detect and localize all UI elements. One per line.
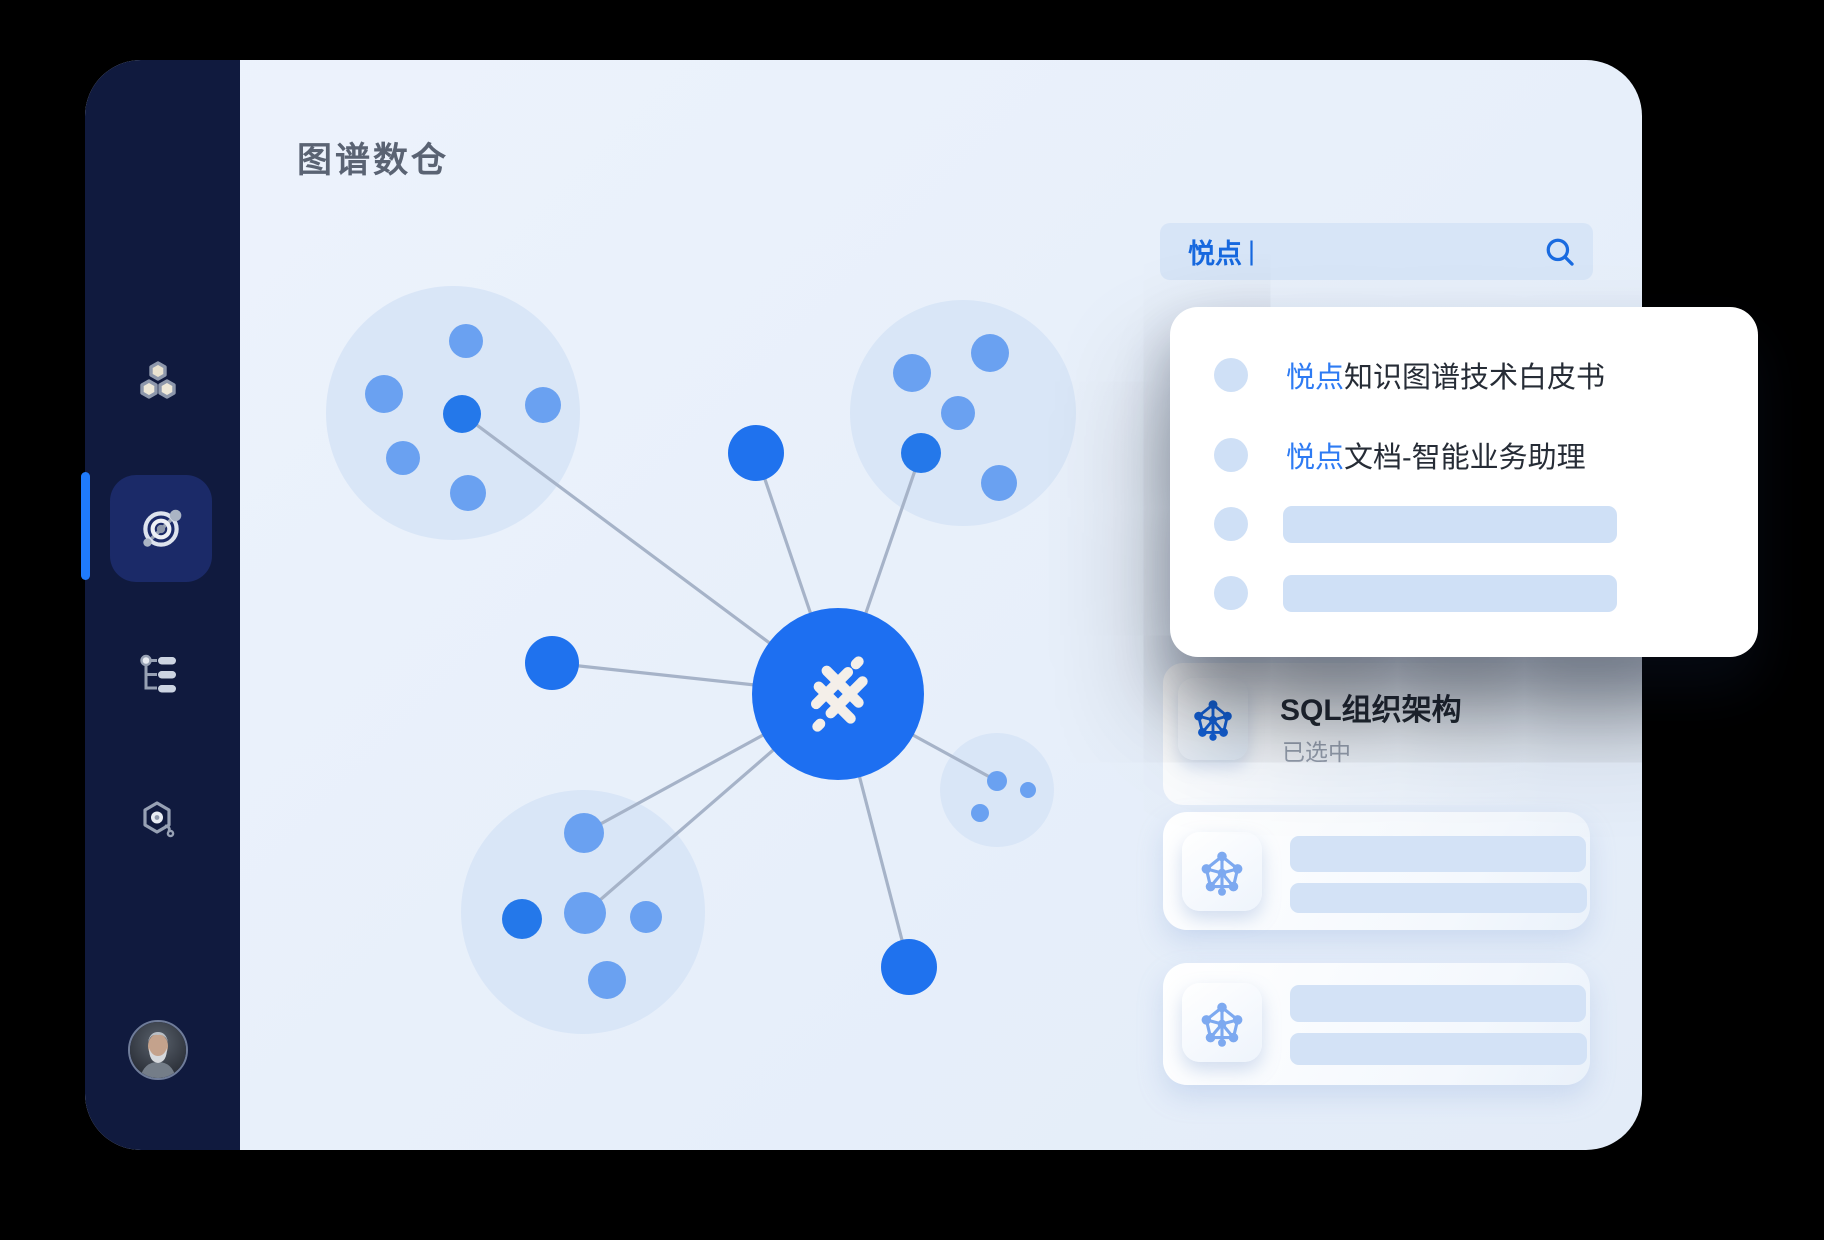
molecule-network-icon (1201, 1002, 1243, 1047)
graph-node[interactable] (525, 387, 561, 423)
graph-item-title: SQL组织架构 (1280, 694, 1462, 727)
graph-node[interactable] (588, 961, 626, 999)
app-logo-icon (115, 143, 205, 233)
text-cursor: | (1248, 236, 1256, 266)
graph-item-tile (1178, 678, 1248, 760)
graph-node[interactable] (971, 804, 989, 822)
sidebar-item-hex-cluster[interactable] (136, 359, 180, 403)
molecule-network-icon (1194, 700, 1232, 741)
graph-node[interactable] (365, 375, 403, 413)
active-nav-indicator (81, 472, 90, 580)
graph-node[interactable] (502, 899, 542, 939)
result-bullet-icon (1214, 576, 1248, 610)
sidebar-item-hex-settings[interactable] (136, 798, 180, 842)
graph-item-status: 已选中 (1282, 739, 1351, 765)
result-title: 悦点知识图谱技术白皮书 (1286, 362, 1606, 394)
graph-node[interactable] (981, 465, 1017, 501)
search-result-item[interactable] (1214, 574, 1617, 612)
placeholder-bar (1283, 574, 1617, 612)
hex-cluster-icon (140, 361, 176, 399)
search-input[interactable]: 悦点 | (1160, 223, 1593, 280)
graph-item-card[interactable] (1163, 963, 1590, 1085)
search-result-item[interactable]: 悦点文档-智能业务助理 (1214, 438, 1586, 474)
graph-node[interactable] (881, 939, 937, 995)
graph-node[interactable] (386, 441, 420, 475)
search-results-dropdown: 悦点知识图谱技术白皮书 悦点文档-智能业务助理 (1170, 307, 1758, 657)
graph-item-card[interactable] (1163, 812, 1590, 930)
graph-node[interactable] (893, 354, 931, 392)
graph-node[interactable] (1020, 782, 1036, 798)
graph-node[interactable] (901, 433, 941, 473)
search-value: 悦点 (1188, 239, 1242, 269)
hex-settings-icon (143, 801, 175, 838)
sidebar-item-graph-explore[interactable] (110, 475, 212, 582)
graph-explore-icon (143, 509, 182, 547)
graph-hub-node[interactable] (752, 608, 924, 780)
graph-node[interactable] (443, 395, 481, 433)
graph-node[interactable] (941, 396, 975, 430)
tree-structure-icon (140, 654, 176, 693)
placeholder-bar (1283, 505, 1617, 543)
result-bullet-icon (1214, 507, 1248, 541)
graph-node[interactable] (450, 475, 486, 511)
result-bullet-icon (1214, 438, 1248, 472)
result-bullet-icon (1214, 358, 1248, 392)
graph-item-tile (1182, 832, 1262, 911)
graph-node[interactable] (449, 324, 483, 358)
placeholder-bar (1290, 985, 1586, 1022)
selected-graph-item[interactable]: SQL组织架构 已选中 (1163, 663, 1593, 805)
molecule-network-icon (1201, 851, 1243, 896)
graph-node[interactable] (525, 636, 579, 690)
placeholder-bar (1290, 836, 1586, 872)
search-icon[interactable] (1543, 235, 1577, 269)
graph-node[interactable] (971, 334, 1009, 372)
graph-item-tile (1182, 983, 1262, 1062)
user-avatar[interactable] (128, 1020, 188, 1080)
search-result-item[interactable]: 悦点知识图谱技术白皮书 (1214, 358, 1605, 394)
sidebar (85, 60, 240, 1150)
knowledge-graph-canvas[interactable] (85, 60, 1642, 1150)
graph-node[interactable] (987, 771, 1007, 791)
graph-node[interactable] (564, 892, 606, 934)
sidebar-item-tree-structure[interactable] (136, 652, 180, 696)
graph-node[interactable] (564, 813, 604, 853)
search-result-item[interactable] (1214, 505, 1617, 543)
result-title: 悦点文档-智能业务助理 (1286, 442, 1586, 474)
graph-node[interactable] (728, 425, 784, 481)
page-title: 图谱数仓 (297, 141, 450, 180)
placeholder-bar (1290, 1033, 1587, 1065)
placeholder-bar (1290, 883, 1587, 913)
graph-node[interactable] (630, 901, 662, 933)
